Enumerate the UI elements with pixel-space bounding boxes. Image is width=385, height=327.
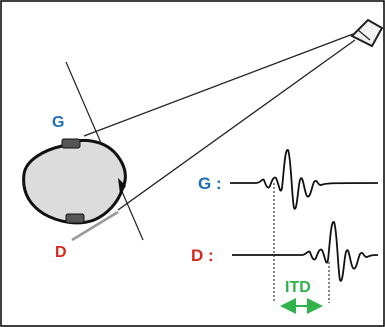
right-signal-label: D :: [191, 246, 214, 265]
head-icon: [22, 138, 127, 225]
left-ear-icon: [61, 138, 81, 149]
right-ear-label: D: [55, 244, 67, 261]
itd-label: ITD: [285, 279, 311, 296]
speaker-icon: [350, 18, 384, 48]
left-ear-label: G: [52, 114, 64, 131]
right-ear-icon: [65, 213, 85, 224]
left-signal-label: G :: [198, 174, 222, 193]
left-waveform: [230, 149, 379, 210]
right-waveform: [232, 221, 379, 282]
right-ear-line: [71, 210, 119, 242]
sound-ray-right: [117, 39, 356, 211]
sound-ray-left: [83, 33, 354, 137]
